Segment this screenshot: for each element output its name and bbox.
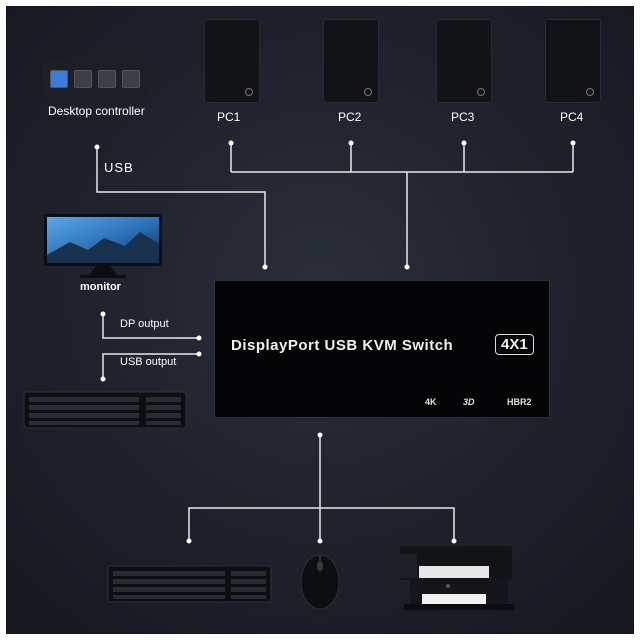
dot [228,140,234,146]
dot [348,140,354,146]
dot [196,351,202,357]
printer-icon [393,546,514,610]
dot [100,311,106,317]
mouse-icon [300,554,340,610]
dp-output-label: DP output [120,318,169,330]
dot [451,538,457,544]
pc3-tower-icon [437,20,491,102]
pc1-label: PC1 [217,110,241,124]
monitor-label: monitor [80,281,121,293]
dot [100,376,106,382]
feature-3d: 3D [463,397,475,407]
pc3-label: PC3 [451,110,475,124]
dp-output-line [102,315,199,339]
switch-badge: 4X1 [495,334,534,355]
feature-4k: 4K [425,397,437,407]
dot [262,264,268,270]
peripheral-bus-line [188,507,455,540]
pc2-label: PC2 [338,110,362,124]
pc2-tower-icon [324,20,378,102]
keyboard-icon [107,565,272,603]
pc4-label: PC4 [560,110,584,124]
power-button-icon [245,88,253,96]
usb-label: USB [104,160,134,175]
dot [570,140,576,146]
controller-label: Desktop controller [48,104,145,118]
dot [317,432,323,438]
controller-key-3[interactable] [98,70,116,88]
switch-title: DisplayPort USB KVM Switch [231,337,454,354]
dot [186,538,192,544]
usb-output-label: USB output [120,356,177,368]
power-button-icon [364,88,372,96]
power-button-icon [477,88,485,96]
dot [461,140,467,146]
controller-key-2[interactable] [74,70,92,88]
monitor-icon [44,214,162,278]
dot [196,335,202,341]
desktop-controller[interactable] [42,62,150,96]
usb-controller-line [96,148,266,266]
connection-dots [94,140,576,544]
feature-hbr2: HBR2 [507,397,532,407]
usb-output-line [102,353,199,378]
dot [404,264,410,270]
keyboard-icon [23,391,187,429]
dot [317,538,323,544]
connection-lines [96,144,574,540]
pc1-tower-icon [205,20,259,102]
power-button-icon [586,88,594,96]
kvm-switch: DisplayPort USB KVM Switch 4X1 4K 3D HBR… [214,280,550,418]
controller-key-1[interactable] [50,70,68,88]
dot [94,144,100,150]
controller-key-4[interactable] [122,70,140,88]
pc4-tower-icon [546,20,600,102]
